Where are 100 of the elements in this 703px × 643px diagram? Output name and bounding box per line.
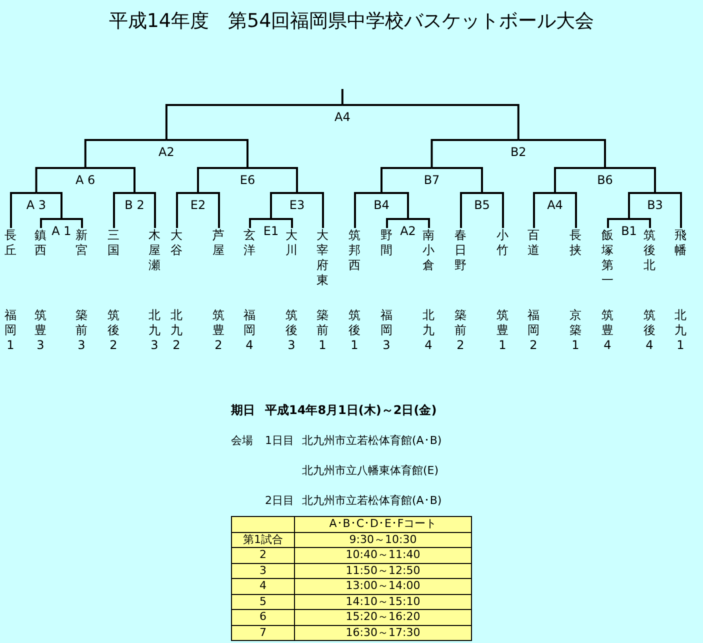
district-label: 筑豊2 (212, 308, 225, 353)
district-label: 北九3 (148, 308, 161, 353)
bracket-line (605, 167, 656, 193)
bracket-line (248, 167, 298, 193)
match-label: B1 (620, 224, 638, 238)
bracket-line (249, 218, 271, 228)
team-name: 百道 (527, 228, 540, 258)
team-name: 玄洋 (243, 228, 256, 258)
bracket-line (655, 192, 682, 228)
district-label: 筑豊3 (34, 308, 47, 353)
title: 平成14年度 第54回福岡県中学校バスケットボール大会 (108, 9, 596, 34)
bracket-line (386, 218, 408, 228)
table-cell: A･B･C･D･E･Fコート (294, 516, 472, 532)
district-label: 筑後4 (643, 308, 656, 353)
table-cell: 15:20～16:20 (294, 609, 472, 626)
match-label: A4 (546, 198, 564, 212)
bracket-line (354, 192, 382, 228)
team-name: 大宰府東 (316, 228, 329, 288)
bracket-line (270, 192, 297, 219)
district-label: 筑豊4 (601, 308, 614, 353)
bracket-line (460, 192, 482, 228)
bracket-line (380, 167, 432, 193)
team-name: 春日野 (454, 228, 467, 273)
district-label: 筑後1 (348, 308, 361, 353)
match-label: B4 (372, 198, 390, 212)
bracket-line (555, 192, 577, 228)
team-name: 筑邦西 (348, 228, 361, 273)
match-label: A2 (399, 224, 417, 238)
bracket-line (430, 139, 518, 168)
match-label: B 2 (124, 198, 146, 212)
team-name: 長丘 (4, 228, 17, 258)
district-label: 福岡4 (243, 308, 256, 353)
team-name: 木屋瀬 (148, 228, 161, 273)
bracket-line (176, 192, 198, 228)
match-label: A 6 (74, 173, 96, 187)
bracket-line (628, 192, 655, 219)
bracket-line (408, 218, 430, 228)
bracket-line (554, 167, 605, 193)
match-label: B5 (473, 198, 491, 212)
match-label: E1 (262, 224, 280, 238)
bracket-line (113, 192, 134, 228)
bracket-line (518, 139, 606, 168)
bracket-line (166, 139, 248, 168)
team-name: 大川 (285, 228, 298, 258)
team-name: 野間 (380, 228, 393, 258)
match-label: B6 (596, 173, 614, 187)
match-label: A4 (333, 110, 352, 124)
team-name: 大谷 (170, 228, 183, 258)
bracket-line (482, 192, 504, 228)
day-label: 2日目 (265, 493, 294, 508)
district-label: 筑豊1 (496, 308, 509, 353)
bracket-line (62, 218, 83, 228)
bracket-line (134, 192, 156, 228)
district-label: 福岡2 (527, 308, 540, 353)
district-label: 北九4 (422, 308, 435, 353)
district-label: 築前3 (75, 308, 88, 353)
bracket-line (197, 167, 248, 193)
district-label: 築前2 (454, 308, 467, 353)
bracket-line (198, 192, 220, 228)
table-cell: 7 (231, 624, 295, 641)
match-label: E3 (288, 198, 306, 212)
match-label: A 3 (25, 198, 48, 212)
district-label: 築前1 (316, 308, 329, 353)
district-label: 筑後2 (107, 308, 120, 353)
team-name: 鎮西 (34, 228, 47, 258)
info-heading: 会場 (231, 433, 253, 448)
match-label: B3 (646, 198, 664, 212)
bracket-line (607, 218, 629, 228)
team-name: 小竹 (496, 228, 509, 258)
bracket-line (629, 218, 651, 228)
team-name: 筑後北 (643, 228, 656, 273)
day-label: 1日目 (265, 433, 294, 448)
match-label: E2 (189, 198, 207, 212)
table-cell: 10:40～11:40 (294, 547, 472, 564)
match-label: A 1 (50, 224, 72, 238)
bracket-line (382, 192, 409, 219)
venue-text: 北九州市立若松体育館(A･B) (302, 433, 442, 448)
team-name: 飯塚第一 (601, 228, 614, 288)
match-label: B7 (422, 173, 441, 187)
match-label: E6 (238, 173, 256, 187)
district-label: 北九2 (170, 308, 183, 353)
venue-text: 北九州市立若松体育館(A･B) (302, 493, 442, 508)
venue-text: 北九州市立八幡東体育館(E) (302, 463, 439, 478)
bracket-line (432, 167, 483, 193)
team-name: 芦屋 (212, 228, 225, 258)
district-label: 北九1 (674, 308, 687, 353)
team-name: 南小倉 (422, 228, 435, 273)
table-cell: 6 (231, 609, 295, 626)
bracket-line (271, 218, 293, 228)
district-label: 福岡1 (4, 308, 17, 353)
bracket-line (10, 192, 36, 228)
bracket-line (84, 139, 166, 168)
district-label: 福岡3 (380, 308, 393, 353)
table-cell: 13:00～14:00 (294, 578, 472, 594)
table-cell: 16:30～17:30 (294, 624, 472, 641)
date-text: 平成14年8月1日(木)～2日(金) (265, 402, 437, 419)
bracket-line (35, 167, 86, 193)
bracket-line (297, 192, 324, 228)
team-name: 飛幡 (674, 228, 687, 258)
bracket-line (36, 192, 62, 219)
